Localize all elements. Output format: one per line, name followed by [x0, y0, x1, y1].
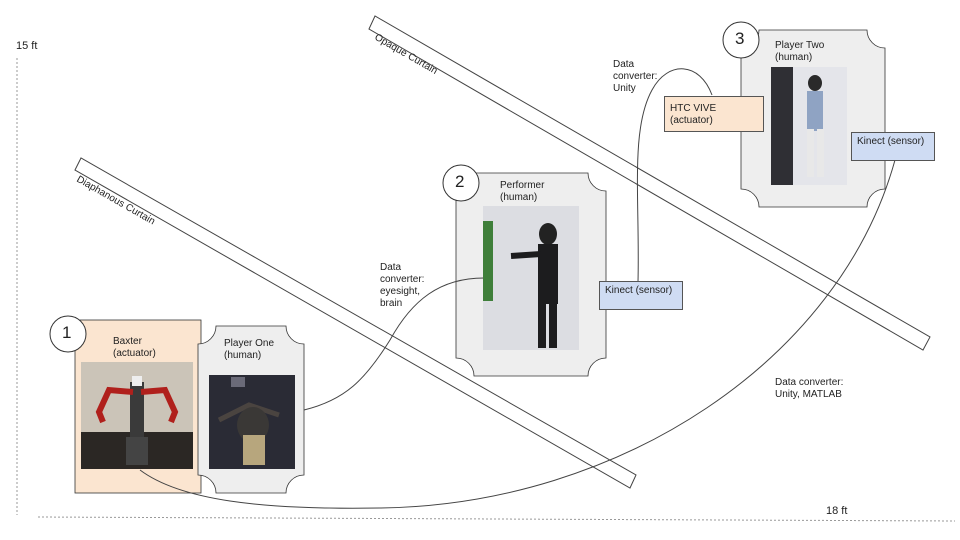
kinect-player-two-tag: Kinect (sensor): [851, 132, 935, 161]
station-1-number: 1: [62, 323, 72, 342]
station-3-number: 3: [735, 29, 745, 48]
connector-eyesight-brain: [303, 277, 485, 411]
opaque-curtain: [368, 15, 931, 351]
baxter-robot-image: [81, 362, 193, 469]
performer-label: Performer (human): [500, 180, 545, 203]
player-one-label: Player One (human): [224, 338, 275, 361]
converter-eyesight-brain-label: Data converter: eyesight, brain: [380, 262, 425, 309]
player-two-image: [771, 67, 847, 185]
width-dimension-line: [37, 516, 956, 522]
converter-unity-label: Data converter: Unity: [613, 59, 658, 94]
player-one-image: [209, 375, 295, 469]
htc-vive-tag: HTC VIVE (actuator): [664, 96, 764, 132]
station-3-circle: [722, 21, 760, 59]
station-2-circle: [442, 164, 480, 202]
width-label: 18 ft: [826, 505, 848, 517]
kinect-performer-tag: Kinect (sensor): [599, 281, 683, 310]
station-2-number: 2: [455, 172, 465, 191]
performer-photo: [483, 206, 579, 350]
player-two-photo: [771, 67, 847, 185]
player-two-label: Player Two (human): [775, 40, 825, 63]
connector-unity-matlab: [139, 159, 896, 509]
converter-unity-matlab-label: Data converter: Unity, MATLAB: [775, 377, 844, 400]
baxter-robot-photo: [81, 362, 193, 469]
height-label: 15 ft: [16, 40, 38, 52]
baxter-label: Baxter (actuator): [113, 336, 156, 359]
diaphanous-curtain: [74, 157, 637, 489]
station-1-circle: [49, 315, 87, 353]
performer-image: [483, 206, 579, 350]
connector-unity: [636, 68, 713, 283]
player-one-photo: [209, 375, 295, 469]
